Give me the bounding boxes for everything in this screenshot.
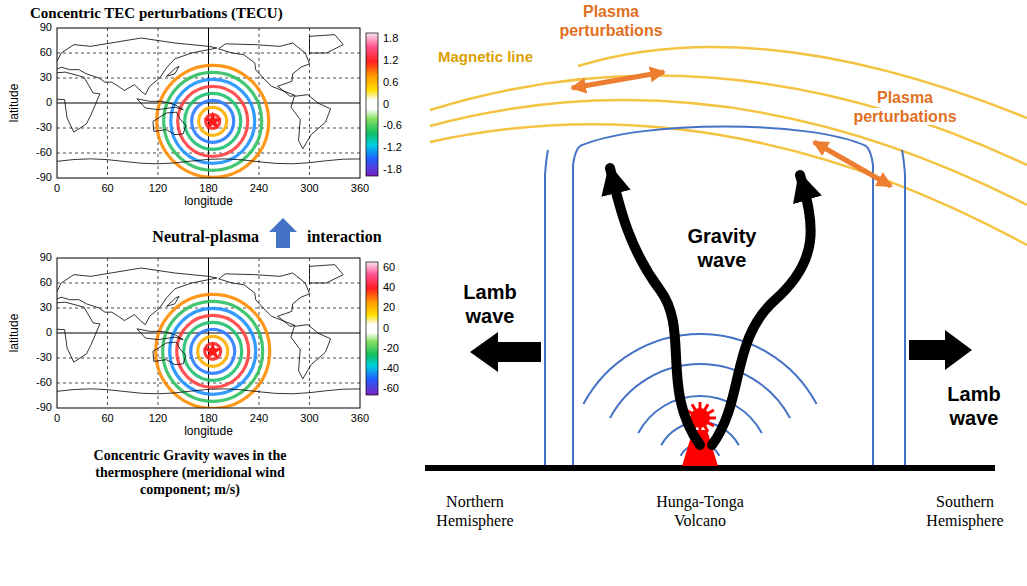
axis-title: longitude <box>169 425 249 439</box>
panel-title: Concentric Gravity waves in the thermosp… <box>70 448 310 498</box>
plasma-label: Plasma perturbations <box>851 89 958 125</box>
wave-fronts <box>545 127 905 467</box>
axis-tick: 180 <box>194 182 224 195</box>
axis-tick: 360 <box>345 412 375 425</box>
axis-tick: 0 <box>42 182 72 195</box>
colorbar-tick: -60 <box>383 382 417 395</box>
axis-tick: -60 <box>22 146 52 159</box>
axis-tick: -60 <box>22 376 52 389</box>
axis-tick: 240 <box>244 412 274 425</box>
axis-tick: 60 <box>93 182 123 195</box>
colorbar-tick: 40 <box>383 281 417 294</box>
colorbar-tick: -20 <box>383 342 417 355</box>
axis-tick: 30 <box>22 71 52 84</box>
axis-tick: 240 <box>244 182 274 195</box>
lamb-wave-label: Lamb wave <box>945 383 1002 429</box>
plasma-arrows <box>572 72 891 186</box>
magnetic-lines <box>430 47 1027 245</box>
axis-title: latitude <box>8 84 22 123</box>
axis-tick: 300 <box>295 182 325 195</box>
axis-tick: 0 <box>22 326 52 339</box>
hemisphere-label: Northern Hemisphere <box>434 493 515 529</box>
axis-tick: -30 <box>22 351 52 364</box>
colorbar-tick: -1.2 <box>383 141 417 154</box>
colorbar-tick: 0.6 <box>383 76 417 89</box>
axis-title: longitude <box>169 195 249 209</box>
edge-label: Neutral-plasma interaction <box>152 228 381 246</box>
colorbar-tick: -1.8 <box>383 163 417 176</box>
axis-tick: 90 <box>22 251 52 264</box>
axis-tick: -30 <box>22 121 52 134</box>
axis-tick: 0 <box>42 412 72 425</box>
panel-title: Concentric TEC perturbations (TECU) <box>30 4 410 22</box>
colorbar-tick: -40 <box>383 362 417 375</box>
gravity-wave-arrows <box>610 168 811 445</box>
axis-tick: 120 <box>143 182 173 195</box>
colorbar-tick: 1.2 <box>383 54 417 67</box>
axis-tick: 360 <box>345 182 375 195</box>
colorbar-tick: 0 <box>383 322 417 335</box>
colorbar-tick: 0 <box>383 98 417 111</box>
colorbar-tick: -0.6 <box>383 119 417 132</box>
magnetic-line-label: Magnetic line <box>436 48 535 65</box>
lamb-wave-label: Lamb wave <box>461 281 518 327</box>
colorbar-tick: 20 <box>383 301 417 314</box>
axis-tick: 0 <box>22 96 52 109</box>
map-panel: Concentric Gravity waves in the thermosp… <box>10 250 420 500</box>
plasma-label: Plasma perturbations <box>557 3 664 39</box>
hemisphere-label: Southern Hemisphere <box>924 493 1005 529</box>
axis-tick: 300 <box>295 412 325 425</box>
colorbar-tick: 1.8 <box>383 32 417 45</box>
volcano-label: Hunga-Tonga Volcano <box>654 493 746 529</box>
axis-tick: 30 <box>22 301 52 314</box>
axis-tick: 180 <box>194 412 224 425</box>
axis-tick: -90 <box>22 401 52 414</box>
axis-tick: 120 <box>143 412 173 425</box>
map-panel <box>43 28 378 178</box>
axis-title: latitude <box>8 314 22 353</box>
axis-tick: 60 <box>22 46 52 59</box>
lamb-wave-arrows <box>470 330 972 372</box>
gravity-wave-label: Gravity wave <box>686 225 759 271</box>
axis-tick: 60 <box>93 412 123 425</box>
axis-tick: 90 <box>22 21 52 34</box>
axis-tick: -90 <box>22 171 52 184</box>
map-panel <box>43 258 378 408</box>
colorbar-tick: 60 <box>383 261 417 274</box>
axis-tick: 60 <box>22 276 52 289</box>
